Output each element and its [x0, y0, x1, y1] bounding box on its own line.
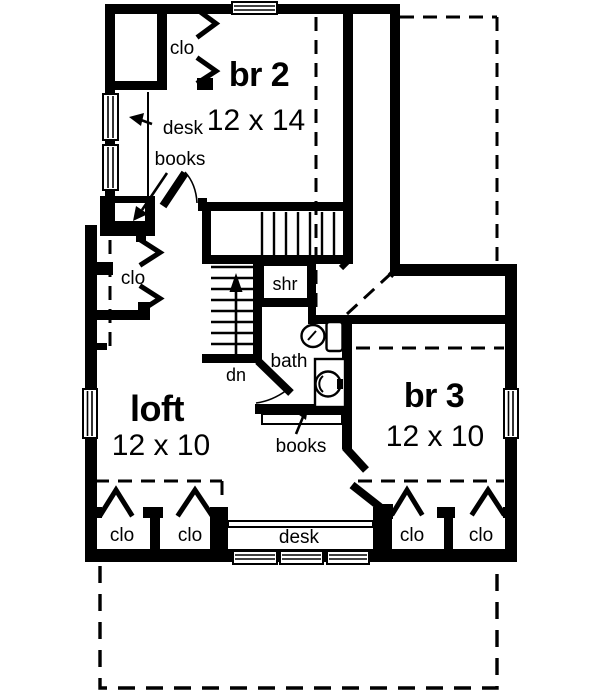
wall-br2-right [343, 4, 353, 264]
wall-shower-right [308, 257, 316, 324]
window-loft-left [82, 388, 98, 439]
label-loft-name: loft [130, 388, 184, 429]
window-left-1 [102, 93, 119, 141]
annotation-arrows [129, 113, 308, 435]
staircase [211, 212, 336, 357]
bifold-hall-closet-top [138, 237, 165, 268]
wall-stair-lower-right [253, 255, 262, 363]
stair-direction-arrow [229, 273, 243, 357]
label-shower: shr [272, 274, 297, 294]
window-top [231, 1, 278, 15]
label-closet-b2: clo [178, 525, 202, 546]
books-arrow-top [133, 172, 169, 221]
desk-edge-bottom [227, 520, 374, 528]
shower-interior [262, 264, 309, 300]
wall-closet-divider-left [150, 507, 160, 554]
label-br2-name: br 2 [229, 56, 289, 94]
sink-icon [313, 357, 347, 409]
fixtures [147, 92, 374, 528]
br3-door-leaf [342, 444, 369, 473]
wall-br2-bottom [198, 202, 345, 211]
wall-br2-closet-horizontal [105, 81, 167, 90]
window-br3-right [503, 388, 519, 439]
wall-left-connector [85, 262, 113, 275]
bath-door-leaf [255, 358, 294, 396]
label-books-top: books [155, 149, 206, 170]
wall-stair-lower-bottom [202, 354, 262, 363]
wall-desk-right [373, 507, 392, 562]
br2-door-arc [184, 171, 198, 204]
bifold-closet-1 [97, 485, 135, 518]
books-arrow-bottom [294, 407, 308, 435]
wall-br3-angled [349, 481, 388, 515]
bifold-closet-3 [389, 485, 425, 517]
label-bath: bath [271, 351, 308, 372]
bifold-closet-4 [469, 485, 507, 517]
wall-stub-stair-corner [338, 256, 353, 271]
desk-arrow [129, 113, 153, 126]
wall-br3-top [308, 315, 513, 324]
window-left-2 [102, 144, 119, 191]
label-desk-top: desk [163, 118, 204, 139]
window-bottom-1 [232, 550, 278, 565]
bifold-closet-2 [175, 485, 215, 518]
wall-closet-front-left-a [85, 507, 102, 518]
label-br3-name: br 3 [404, 377, 464, 415]
label-closet-b1: clo [110, 525, 134, 546]
bifold-hall-closet-bottom [138, 283, 165, 314]
wall-closet-front-right-b [503, 507, 511, 518]
kneewall-tick-left [92, 343, 107, 350]
label-stairs-down: dn [226, 365, 246, 385]
wall-upper-right [390, 4, 400, 272]
wall-mid-right-horizontal [390, 264, 516, 276]
label-br3-size: 12 x 10 [386, 420, 484, 453]
first-floor-footprint-outline [98, 566, 499, 690]
bifold-br2-closet-bottom [195, 55, 221, 86]
label-closet-br2: clo [170, 38, 194, 59]
labels: clo br 2 12 x 14 desk books clo shr dn b… [110, 38, 493, 548]
toilet-icon [300, 320, 344, 353]
window-bottom-3 [326, 550, 370, 565]
wall-stair-landing-left [202, 202, 211, 264]
wall-br2-closet-vertical [157, 4, 167, 90]
bifold-br2-closet-top [195, 7, 221, 40]
rooflines [95, 15, 504, 690]
doors [97, 7, 507, 518]
bath-door-arc [255, 389, 288, 404]
wall-hall-closet-stub [136, 226, 146, 242]
label-closet-b3: clo [400, 525, 424, 546]
wall-desk-left [210, 507, 228, 562]
wall-hall-closet-bottom [92, 310, 150, 320]
wall-bath-east [342, 315, 352, 449]
window-bottom-2 [279, 550, 324, 565]
label-desk-bottom: desk [279, 527, 320, 548]
label-loft-size: 12 x 10 [112, 429, 210, 462]
label-br2-size: 12 x 14 [207, 104, 305, 137]
windows [82, 1, 519, 565]
label-closet-hall: clo [121, 268, 145, 289]
label-books-bottom: books [276, 436, 327, 457]
wall-closet-divider-right [444, 507, 453, 554]
br2-door-leaf [159, 170, 189, 209]
stair-treads-upper [260, 212, 336, 255]
roofline-diagonal [345, 266, 399, 316]
label-closet-b4: clo [469, 525, 493, 546]
